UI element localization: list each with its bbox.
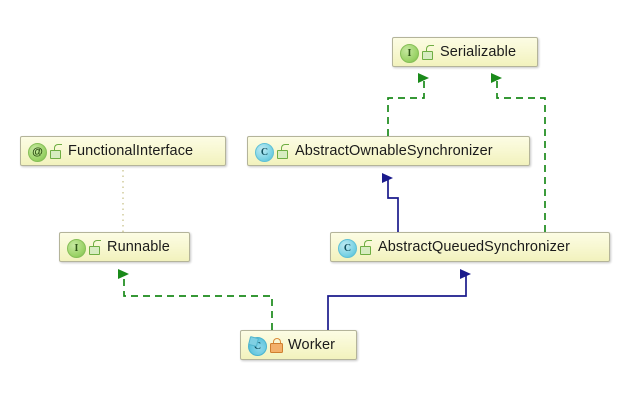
node-label: Serializable: [440, 44, 517, 60]
edge-worker-extends-aqs: [327, 269, 471, 330]
node-label: AbstractOwnableSynchronizer: [295, 143, 493, 159]
node-abstract-ownable-synchronizer[interactable]: C AbstractOwnableSynchronizer: [247, 136, 530, 166]
edge-aos-implements-serializable: [387, 73, 429, 136]
interface-icon: I: [67, 238, 86, 258]
edge-aqs-extends-aos: [382, 173, 399, 232]
node-label: AbstractQueuedSynchronizer: [378, 239, 571, 255]
edge-aqs-implements-serializable: [491, 73, 546, 232]
node-label: Worker: [288, 337, 336, 353]
node-runnable[interactable]: I Runnable: [59, 232, 190, 262]
class-icon: C: [255, 142, 274, 162]
unlock-icon: [277, 144, 289, 159]
annotation-icon: @: [28, 142, 47, 162]
class-icon: C: [338, 238, 357, 258]
unlock-icon: [422, 45, 434, 60]
interface-icon: I: [400, 43, 419, 63]
node-functional-interface[interactable]: @ FunctionalInterface: [20, 136, 226, 166]
edge-worker-implements-runnable: [118, 269, 273, 330]
node-worker[interactable]: C Worker: [240, 330, 357, 360]
inner-class-icon: C: [248, 335, 267, 356]
node-abstract-queued-synchronizer[interactable]: C AbstractQueuedSynchronizer: [330, 232, 610, 262]
node-label: FunctionalInterface: [68, 143, 194, 159]
lock-icon: [270, 338, 283, 353]
node-label: Runnable: [107, 239, 170, 255]
unlock-icon: [50, 144, 62, 159]
unlock-icon: [360, 240, 372, 255]
node-serializable[interactable]: I Serializable: [392, 37, 538, 67]
unlock-icon: [89, 240, 101, 255]
